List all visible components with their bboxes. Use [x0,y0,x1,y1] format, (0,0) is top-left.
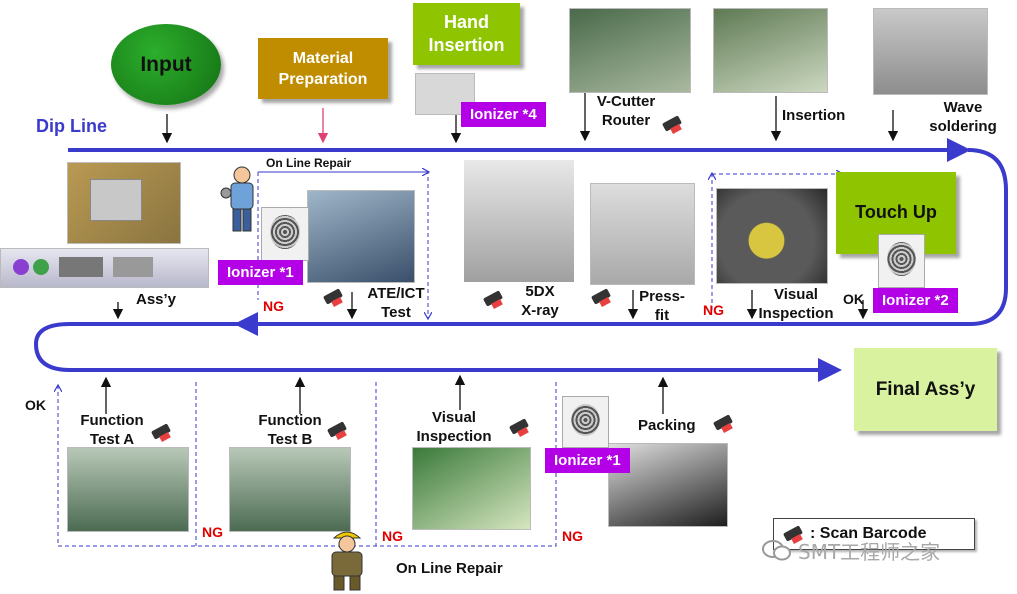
vcutter-label: V-Cutter Router [596,93,656,129]
scan-barcode-icon-press [590,288,614,306]
repair-worker-icon-top [220,166,254,232]
visual-inspection-bottom-photo [412,447,531,530]
packing-label: Packing [638,417,696,434]
wechat-icon [762,539,791,560]
final-assembly-label: Final Ass’y [875,378,976,400]
ok-marker-touch-up: OK [843,291,864,307]
press-fit-label: Press- fit [639,288,685,324]
ate-ict-label: ATE/ICT Test [367,285,425,321]
ionizer-fan-packing [562,396,609,448]
visual-inspection-top-label: Visual Inspection [758,286,834,322]
flow-loop-right [234,148,1008,336]
material-preparation-label: Material Preparation [278,49,368,88]
ng-marker-visual: NG [562,528,583,544]
input-label: Input [140,52,192,76]
xray-label: 5DX X-ray [521,283,559,319]
repair-worker-icon-bottom [331,531,363,591]
scan-barcode-icon-ate [322,288,346,306]
visual-inspection-top-photo [716,188,828,284]
wave-soldering-photo [873,8,988,95]
ionizer-fan-ate [261,207,309,261]
io-panel-photo [0,248,209,288]
on-line-repair-top-label: On Line Repair [266,156,352,170]
function-test-a-label: Function Test A [80,412,144,448]
ionizer-fan-touch-up [878,234,925,288]
touch-up-label: Touch Up [855,202,937,222]
pcb-photo-top-left [67,162,181,244]
scan-barcode-icon-vcutter [661,115,685,133]
dip-line-label: Dip Line [36,116,107,136]
function-test-a-photo [67,447,189,532]
scan-barcode-icon-visual [508,418,532,436]
scan-barcode-legend-text: : Scan Barcode [810,525,927,542]
insertion-photo [713,8,828,93]
vcutter-photo [569,8,691,93]
scan-barcode-icon-func-a [150,423,174,441]
final-assembly-node: Final Ass’y [854,348,997,431]
hand-insertion-node: Hand Insertion [413,3,520,65]
ionizer-badge-hand: Ionizer *4 [461,102,546,127]
ate-ict-photo [307,190,415,283]
xray-machine-photo [464,160,574,282]
ok-marker-left: OK [25,397,46,413]
ionizer-badge-touch-up: Ionizer *2 [873,288,958,313]
input-node: Input [111,24,221,105]
scan-barcode-legend: : Scan Barcode [773,518,975,550]
function-test-b-photo [229,447,351,532]
wave-soldering-label: Wave soldering [929,99,997,135]
ng-marker-ate: NG [263,298,284,314]
hand-insertion-label: Hand Insertion [428,12,505,55]
flow-loop-left [33,322,842,382]
ng-marker-func-a: NG [202,524,223,540]
on-line-repair-bottom-label: On Line Repair [396,560,503,577]
material-preparation-node: Material Preparation [258,38,388,99]
press-fit-photo [590,183,695,285]
insertion-label: Insertion [782,107,846,124]
watermark: SMT工程师之家 [762,536,940,565]
ng-marker-func-b: NG [382,528,403,544]
ionizer-badge-packing: Ionizer *1 [545,448,630,473]
scan-barcode-icon-xray [482,290,506,308]
visual-inspection-bottom-label: Visual Inspection [416,409,492,445]
assy-label: Ass’y [136,291,177,308]
ionizer-badge-ate: Ionizer *1 [218,260,303,285]
ng-marker-press: NG [703,302,724,318]
function-test-b-label: Function Test B [258,412,322,448]
scan-barcode-icon-func-b [326,421,350,439]
scan-barcode-icon-packing [712,414,736,432]
watermark-text: SMT工程师之家 [798,540,941,564]
